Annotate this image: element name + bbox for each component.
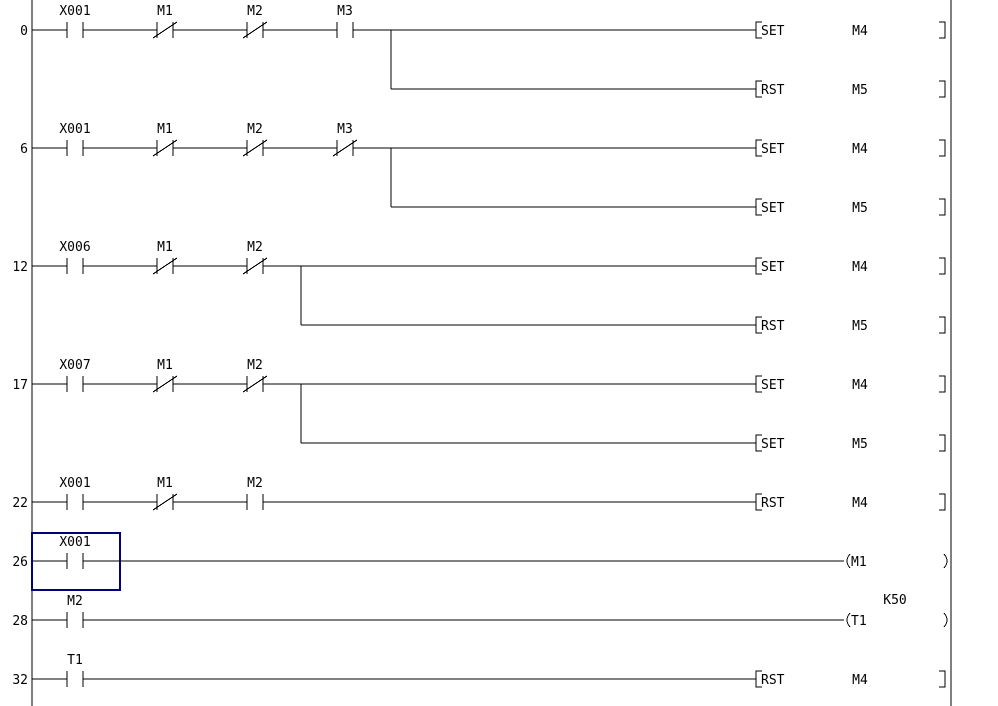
contact-nc-slash [332,139,358,157]
coil-left-paren [846,612,851,628]
instruction-operand: M4 [852,260,868,275]
instruction-left-bracket [755,316,762,334]
contact-nc-slash [152,493,178,511]
rung-step-number: 17 [12,378,28,393]
instruction-right-bracket [939,375,946,393]
instruction-name: SET [761,378,785,393]
instruction-right-bracket [939,257,946,275]
instruction-name: RST [761,83,785,98]
instruction-right-bracket [939,493,946,511]
rung-step-number: 32 [12,673,28,688]
instruction-operand: M4 [852,496,868,511]
instruction-right-bracket [939,198,946,216]
instruction-right-bracket [939,139,946,157]
contact-label: X006 [59,240,90,255]
contact-label: X001 [59,535,90,550]
contact-label: M3 [337,122,353,137]
rung-step-number: 12 [12,260,28,275]
contact-nc-slash [242,375,268,393]
contact-nc-slash [152,21,178,39]
contact-nc-slash [242,21,268,39]
rung-step-number: 6 [20,142,28,157]
contact-label: M2 [247,4,263,19]
contact-label: M1 [157,4,173,19]
instruction-left-bracket [755,198,762,216]
instruction-right-bracket [939,316,946,334]
contact-label: M2 [247,122,263,137]
contact-label: X001 [59,122,90,137]
contact-label: X001 [59,476,90,491]
instruction-left-bracket [755,670,762,688]
rung-step-number: 22 [12,496,28,511]
contact-label: M2 [247,240,263,255]
instruction-left-bracket [755,21,762,39]
instruction-operand: M4 [852,24,868,39]
contact-label: X007 [59,358,90,373]
instruction-name: RST [761,496,785,511]
instruction-name: RST [761,673,785,688]
instruction-left-bracket [755,434,762,452]
coil-operand: T1 [851,614,867,629]
coil-operand: M1 [851,555,867,570]
contact-nc-slash [152,257,178,275]
instruction-right-bracket [939,434,946,452]
instruction-name: RST [761,319,785,334]
contact-label: X001 [59,4,90,19]
instruction-operand: M5 [852,319,868,334]
contact-label: M1 [157,240,173,255]
timer-setting: K50 [883,593,906,608]
instruction-operand: M4 [852,378,868,393]
instruction-operand: M4 [852,673,868,688]
contact-label: M1 [157,122,173,137]
instruction-right-bracket [939,80,946,98]
rung-step-number: 0 [20,24,28,39]
instruction-name: SET [761,260,785,275]
contact-label: M1 [157,476,173,491]
contact-label: T1 [67,653,83,668]
contact-nc-slash [152,375,178,393]
instruction-left-bracket [755,257,762,275]
instruction-right-bracket [939,21,946,39]
instruction-left-bracket [755,375,762,393]
instruction-operand: M5 [852,83,868,98]
contact-label: M2 [247,476,263,491]
instruction-operand: M4 [852,142,868,157]
rung-step-number: 26 [12,555,28,570]
instruction-left-bracket [755,139,762,157]
contact-label: M1 [157,358,173,373]
instruction-operand: M5 [852,201,868,216]
contact-label: M3 [337,4,353,19]
coil-left-paren [846,553,851,569]
instruction-name: SET [761,24,785,39]
coil-right-paren [943,612,948,628]
instruction-name: SET [761,201,785,216]
instruction-name: SET [761,437,785,452]
rung-step-number: 28 [12,614,28,629]
contact-nc-slash [242,139,268,157]
contact-label: M2 [247,358,263,373]
instruction-left-bracket [755,80,762,98]
contact-label: M2 [67,594,83,609]
contact-nc-slash [152,139,178,157]
coil-right-paren [943,553,948,569]
contact-nc-slash [242,257,268,275]
instruction-operand: M5 [852,437,868,452]
instruction-name: SET [761,142,785,157]
instruction-left-bracket [755,493,762,511]
instruction-right-bracket [939,670,946,688]
